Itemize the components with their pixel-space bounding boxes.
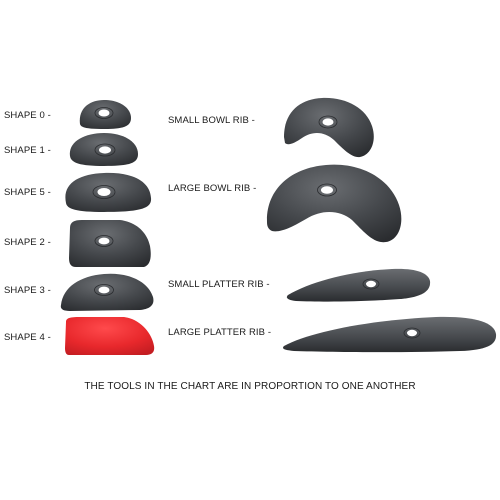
label-large-platter-rib: LARGE PLATTER RIB - — [168, 327, 272, 338]
shape-2-rib — [69, 220, 151, 267]
shape-0-rib — [79, 100, 131, 129]
shape-4-rib — [65, 317, 155, 355]
shape-5-rib — [65, 172, 152, 212]
small-bowl-rib — [284, 97, 374, 158]
label-shape-2: SHAPE 2 - — [4, 237, 51, 248]
label-shape-3: SHAPE 3 - — [4, 285, 51, 296]
proportion-note: THE TOOLS IN THE CHART ARE IN PROPORTION… — [84, 381, 416, 392]
label-shape-0: SHAPE 0 - — [4, 110, 51, 121]
shape-3-rib — [60, 273, 154, 311]
large-platter-rib — [283, 316, 497, 353]
label-small-platter-rib: SMALL PLATTER RIB - — [168, 279, 270, 290]
shape-1-rib — [69, 133, 138, 166]
label-large-bowl-rib: LARGE BOWL RIB - — [168, 183, 257, 194]
label-small-bowl-rib: SMALL BOWL RIB - — [168, 115, 255, 126]
label-shape-4: SHAPE 4 - — [4, 332, 51, 343]
label-shape-5: SHAPE 5 - — [4, 187, 51, 198]
large-bowl-rib — [266, 164, 402, 243]
small-platter-rib — [286, 268, 431, 302]
label-shape-1: SHAPE 1 - — [4, 145, 51, 156]
